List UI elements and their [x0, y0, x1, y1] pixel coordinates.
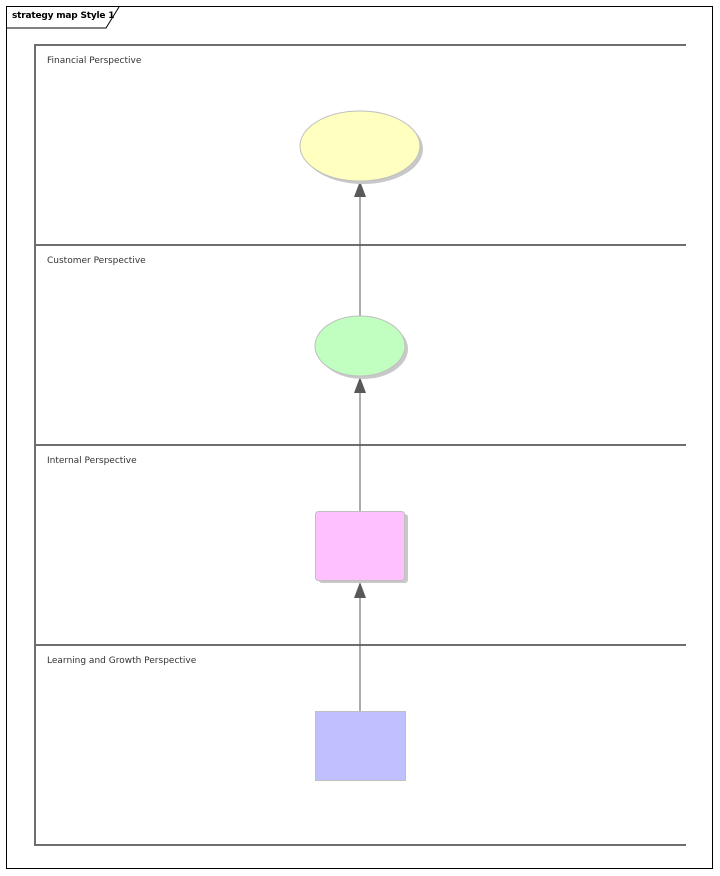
lane-label-financial: Financial Perspective	[47, 56, 142, 66]
arrowhead-icon	[354, 181, 366, 197]
arrowhead-icon	[354, 582, 366, 598]
frame-title-tab	[7, 7, 120, 29]
arrowhead-icon	[354, 377, 366, 393]
connector-internal-to-customer[interactable]	[354, 377, 366, 511]
lane-label-customer: Customer Perspective	[47, 256, 146, 266]
lane-label-learning-growth: Learning and Growth Perspective	[47, 656, 197, 666]
connector-learning-to-internal[interactable]	[354, 582, 366, 711]
customer-objective[interactable]	[314, 315, 408, 379]
connector-customer-to-financial[interactable]	[354, 181, 366, 316]
learning-objective[interactable]	[315, 711, 406, 781]
lane-financial[interactable]: Financial Perspective	[34, 44, 686, 244]
financial-objective[interactable]	[299, 110, 423, 184]
lane-label-internal: Internal Perspective	[47, 456, 137, 466]
diagram-title: strategy map Style 1	[12, 11, 115, 21]
internal-objective[interactable]	[315, 511, 409, 584]
diagram-frame: strategy map Style 1	[6, 6, 713, 869]
